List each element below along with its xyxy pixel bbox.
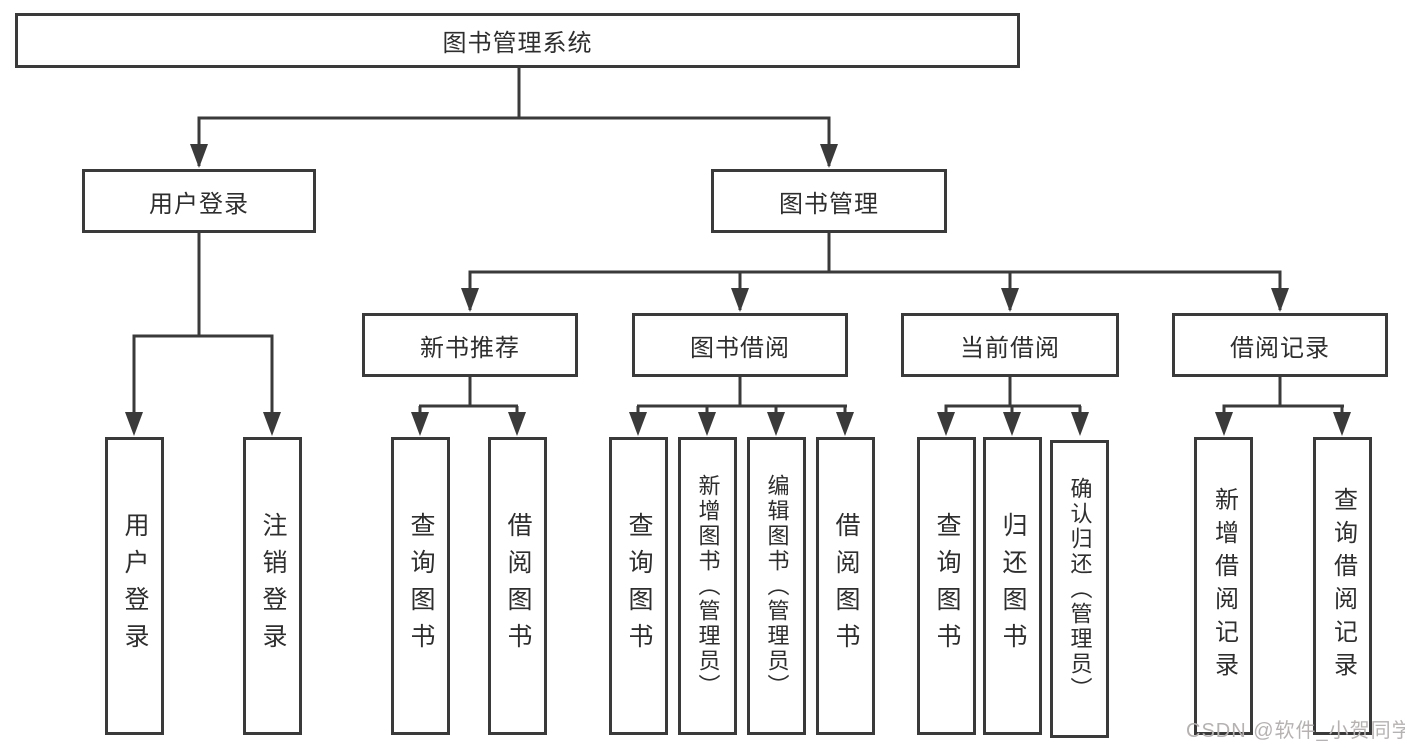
node-cb-query-books: 查询图书 — [917, 437, 976, 735]
node-bb-edit-books: 编辑图书（管理员） — [747, 437, 806, 735]
connector-root-to-level2 — [197, 66, 831, 166]
arrow-down-icon — [508, 412, 526, 436]
node-library-management-system: 图书管理系统 — [15, 13, 1020, 68]
node-bb-borrow-books: 借阅图书 — [816, 437, 875, 735]
node-label: 编辑图书（管理员） — [764, 473, 790, 699]
arrow-down-icon — [629, 412, 647, 436]
node-label: 新增图书（管理员） — [695, 473, 721, 699]
node-rec-borrow-books: 借阅图书 — [488, 437, 547, 735]
arrow-down-icon — [937, 412, 955, 436]
node-label: 确认归还（管理员） — [1067, 476, 1093, 702]
arrow-down-icon — [767, 412, 785, 436]
node-label: 用户登录 — [149, 190, 249, 218]
arrow-down-icon — [1071, 412, 1089, 436]
arrow-down-icon — [461, 288, 479, 312]
node-rec-query-books: 查询图书 — [391, 437, 450, 735]
arrow-down-icon — [125, 412, 143, 436]
node-label: 当前借阅 — [960, 334, 1060, 362]
node-label: 注销登录 — [259, 512, 287, 660]
arrow-down-icon — [190, 144, 208, 168]
arrow-down-icon — [1333, 412, 1351, 436]
csdn-watermark: CSDN @软件_小贺同学 — [1186, 720, 1405, 742]
node-cb-confirm-return: 确认归还（管理员） — [1050, 440, 1109, 738]
node-label: 图书管理系统 — [442, 30, 593, 57]
node-br-new-record: 新增借阅记录 — [1194, 437, 1253, 735]
arrow-down-icon — [698, 412, 716, 436]
node-label: 归还图书 — [999, 512, 1027, 660]
arrow-down-icon — [263, 412, 281, 436]
node-label: 查询图书 — [625, 512, 653, 660]
node-label: 借阅图书 — [832, 512, 860, 660]
node-label: 借阅图书 — [504, 512, 532, 660]
connector-recommend-to-leaves — [418, 375, 519, 432]
node-leaf-user-login: 用户登录 — [105, 437, 164, 735]
node-bb-add-books: 新增图书（管理员） — [678, 437, 737, 735]
node-bb-query-books: 查询图书 — [609, 437, 668, 735]
arrow-down-icon — [1003, 412, 1021, 436]
connector-records-to-leaves — [1222, 375, 1344, 432]
arrow-down-icon — [820, 144, 838, 168]
node-label: 新书推荐 — [420, 334, 520, 362]
arrow-down-icon — [1271, 288, 1289, 312]
node-current-borrowing: 当前借阅 — [901, 313, 1119, 377]
connector-line — [1222, 375, 1344, 432]
connector-line — [132, 231, 274, 432]
arrow-down-icon — [1215, 412, 1233, 436]
node-label: 图书借阅 — [690, 334, 790, 362]
node-label: 用户登录 — [121, 512, 149, 660]
node-book-borrowing: 图书借阅 — [632, 313, 848, 377]
node-br-query-record: 查询借阅记录 — [1313, 437, 1372, 735]
node-new-book-recommend: 新书推荐 — [362, 313, 578, 377]
connector-line — [418, 375, 519, 432]
arrow-down-icon — [411, 412, 429, 436]
connector-borrowing-to-leaves — [636, 375, 847, 432]
connector-line — [636, 375, 847, 432]
node-borrowing-records: 借阅记录 — [1172, 313, 1388, 377]
arrow-down-icon — [836, 412, 854, 436]
arrow-down-icon — [731, 288, 749, 312]
arrow-down-icon — [1001, 288, 1019, 312]
node-book-management: 图书管理 — [711, 169, 947, 233]
node-label: 图书管理 — [779, 190, 879, 218]
connector-userlogin-to-leaves — [132, 231, 274, 432]
node-user-login: 用户登录 — [82, 169, 316, 233]
connector-line — [197, 66, 831, 166]
node-label: 新增借阅记录 — [1210, 487, 1238, 685]
node-label: 查询图书 — [407, 512, 435, 660]
connector-bookmgmt-to-level3 — [468, 231, 1282, 310]
node-label: 借阅记录 — [1230, 334, 1330, 362]
node-cb-return-books: 归还图书 — [983, 437, 1042, 735]
node-leaf-logout: 注销登录 — [243, 437, 302, 735]
node-label: 查询图书 — [933, 512, 961, 660]
node-label: 查询借阅记录 — [1329, 487, 1357, 685]
connector-line — [468, 231, 1282, 310]
